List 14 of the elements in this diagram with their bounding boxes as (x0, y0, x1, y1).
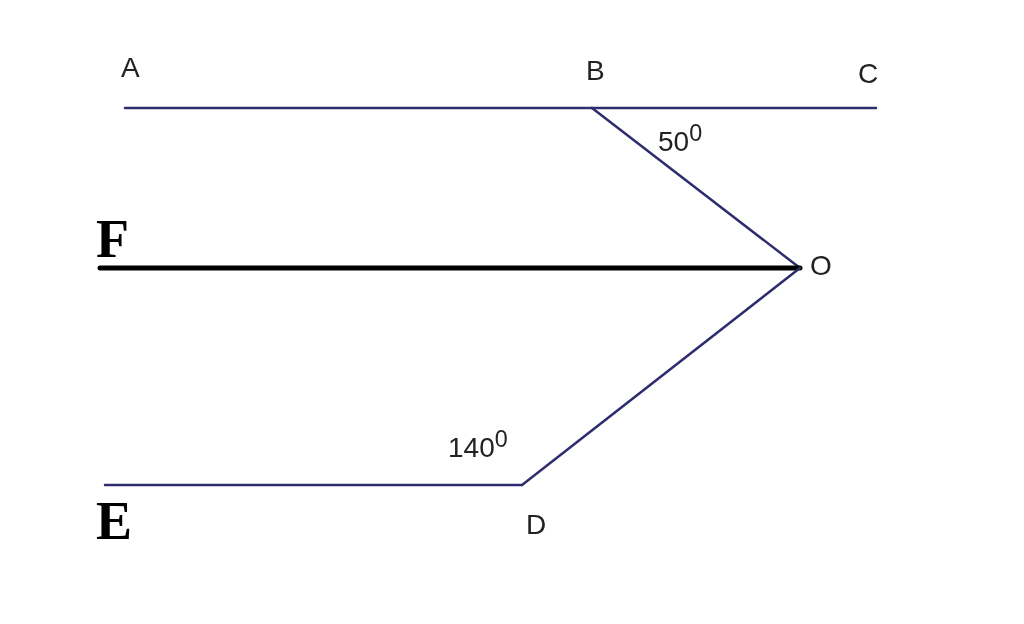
thick-line-segment (97, 265, 803, 271)
angle-label: 140$^{0}$ (448, 428, 508, 463)
line-segment (123, 106, 594, 110)
point-label: B (586, 57, 605, 85)
line-segment (590, 106, 878, 110)
point-label: F (96, 212, 129, 266)
line-segment (520, 266, 802, 487)
point-label: O (810, 252, 832, 280)
point-label: D (526, 511, 547, 539)
point-label: C (858, 60, 879, 88)
point-label: A (121, 54, 140, 82)
angle-label: 50$^{0}$ (658, 122, 703, 157)
point-label: E (96, 494, 133, 548)
line-segment (103, 483, 524, 487)
